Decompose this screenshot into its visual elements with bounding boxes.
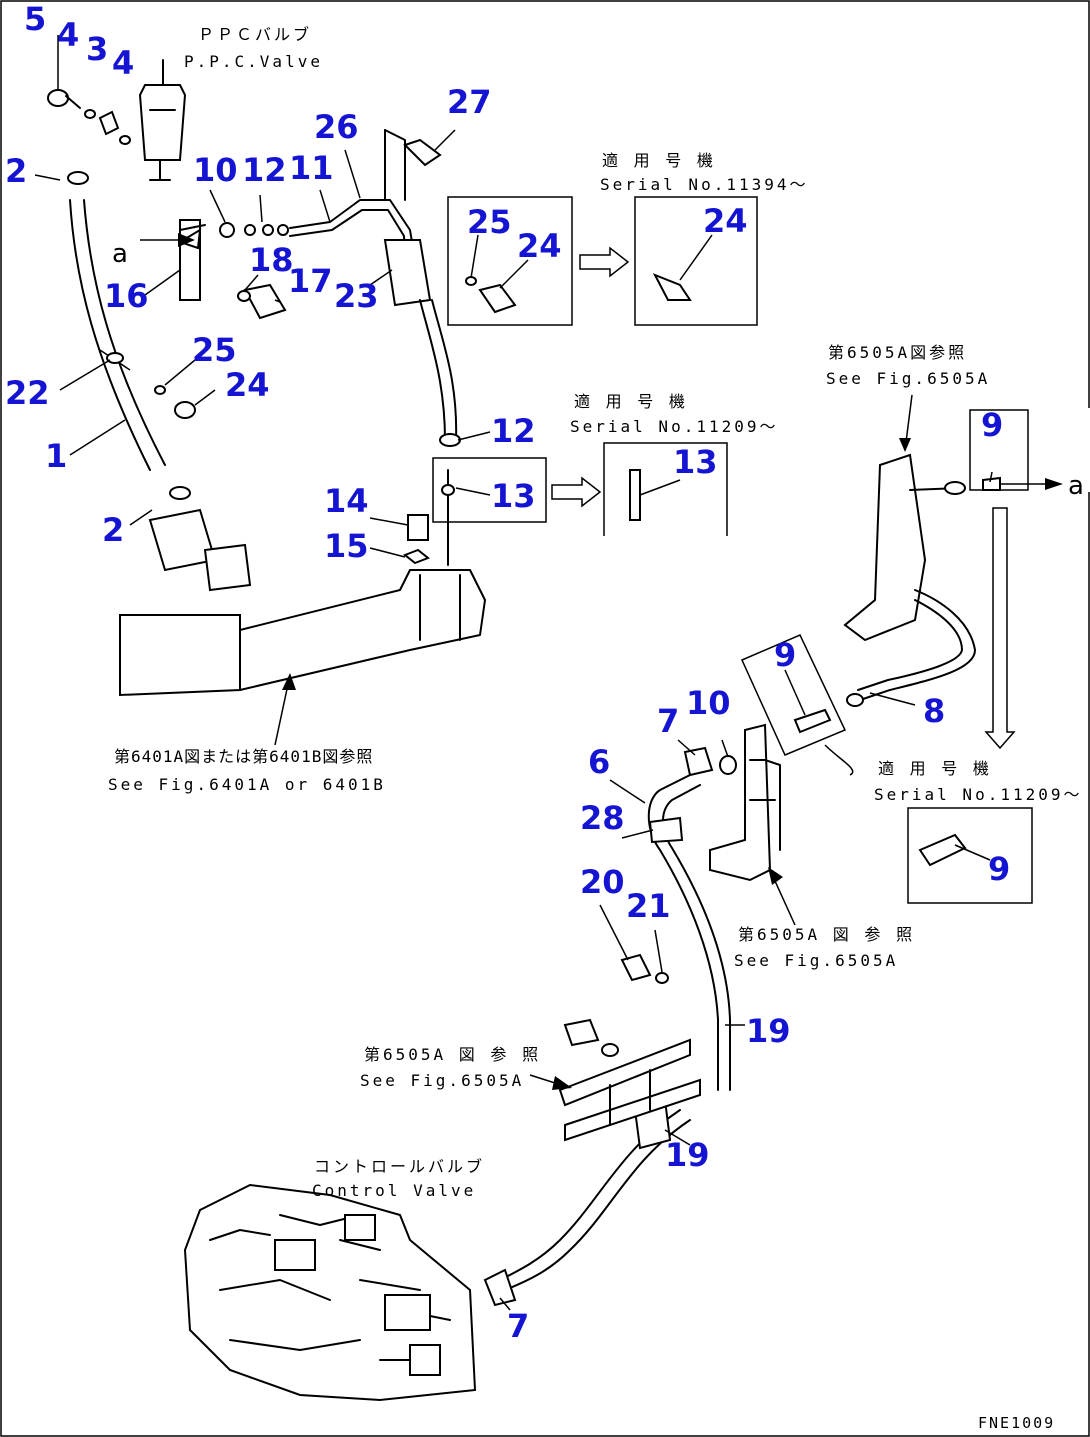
note-fig6505-top-en: See Fig.6505A [826,369,990,388]
callout-24-inset: 24 [517,227,562,265]
hose-1-drawing [69,199,166,471]
callout-2-bottom: 2 [102,511,124,549]
callout-10-top: 10 [193,151,238,189]
inset-13-drawing [603,442,728,536]
frame-assembly-6401-drawing [119,486,486,697]
note-fig6505-mid-jp: 第6505A 図 参 照 [738,925,915,944]
bolt-24-25-left-drawing [154,385,196,419]
callout-27: 27 [447,83,492,121]
callout-23: 23 [334,277,379,315]
callout-13-box: 13 [491,477,536,515]
note-ppc-en: P.P.C.Valve [184,52,323,71]
control-valve-drawing [183,1183,477,1402]
callout-19-top: 19 [746,1012,791,1050]
ref-letter-a-right: a [1068,471,1084,501]
bracket-6505-bottom-drawing [558,1018,701,1142]
text-annotations: ＰＰＣバルブ P.P.C.Valve 適 用 号 機 Serial No.113… [108,25,1084,1432]
callout-9-bottom-inset: 9 [988,850,1010,888]
callout-10-bottom: 10 [686,684,731,722]
hose-6-19-drawing [483,746,737,1307]
callout-2-top: 2 [5,152,27,190]
note-ppc-jp: ＰＰＣバルブ [198,25,312,44]
callout-28: 28 [580,799,625,837]
callout-14: 14 [324,482,369,520]
note-serial-b-en: Serial No.11209～ [570,417,779,436]
callout-11: 11 [289,149,334,187]
inset-box-24-25 [447,196,573,326]
callout-26: 26 [314,108,359,146]
note-fig6505-mid-en: See Fig.6505A [734,951,898,970]
note-control-valve-en: Control Valve [312,1181,476,1200]
note-fig6401-jp: 第6401A図または第6401B図参照 [114,747,373,766]
callout-9-mid-inset: 9 [774,636,796,674]
note-control-valve-jp: コントロールバルブ [314,1157,485,1176]
callout-7-top: 7 [657,702,679,740]
callout-8: 8 [923,692,945,730]
callout-24-left: 24 [225,366,270,404]
callout-6: 6 [588,743,610,781]
note-serial-c-en: Serial No.11209～ [874,785,1083,804]
drawing-code: FNE1009 [978,1414,1055,1432]
callout-15: 15 [324,527,369,565]
leader-6505-bottom [529,1074,556,1084]
inset-box-9-bottom [907,807,1033,904]
callout-numbers: 5 4 3 4 2 10 12 11 26 27 18 17 16 23 25 … [5,0,1010,1345]
ppc-valve-drawing [138,59,187,181]
callout-3: 3 [86,30,108,68]
note-serial-c-jp: 適 用 号 機 [878,759,992,778]
callout-7-bottom: 7 [507,1307,529,1345]
note-fig6505-top-jp: 第6505A図参照 [828,343,967,362]
hose-11-drawing [289,129,461,447]
inset-box-24 [634,196,758,326]
callout-1: 1 [45,437,67,475]
inset-box-9-mid [741,634,847,756]
callout-leaders [34,35,993,1311]
callout-5: 5 [24,0,46,38]
fitting-13-drawing [432,457,547,566]
bolt-27-drawing [403,138,442,167]
callout-16: 16 [104,277,149,315]
callout-21: 21 [626,887,671,925]
callout-9-top-inset: 9 [981,406,1003,444]
ppc-fittings-drawing [47,89,131,185]
ref-letter-a-left: a [112,239,128,269]
callout-20: 20 [580,863,625,901]
callout-25-inset: 25 [467,203,512,241]
callout-25-left: 25 [192,331,237,369]
callout-12-top: 12 [242,151,287,189]
callout-13-inset: 13 [673,443,718,481]
callout-24-right-inset: 24 [703,202,748,240]
note-fig6401-en: See Fig.6401A or 6401B [108,775,386,794]
fittings-10-12-drawing [219,222,289,238]
callout-17: 17 [288,262,333,300]
callout-4-top: 4 [57,16,79,54]
note-fig6505-bottom-jp: 第6505A 図 参 照 [364,1045,541,1064]
bolt-14-washer-15-drawing [403,514,430,565]
note-serial-a-en: Serial No.11394～ [600,175,809,194]
note-serial-b-jp: 適 用 号 機 [574,392,688,411]
arrow-right-1 [579,246,630,278]
arrow-down [984,507,1016,750]
bracket-6505-top-drawing [843,453,976,701]
arrow-right-2 [551,476,602,508]
callout-4-second: 4 [112,44,134,82]
callout-18: 18 [249,241,294,279]
bracket-6505-mid-drawing [709,723,781,882]
note-fig6505-bottom-en: See Fig.6505A [360,1071,524,1090]
callout-22: 22 [5,374,50,412]
note-serial-a-jp: 適 用 号 機 [602,151,716,170]
callout-12-mid: 12 [491,412,536,450]
callout-19-bottom: 19 [665,1136,710,1174]
